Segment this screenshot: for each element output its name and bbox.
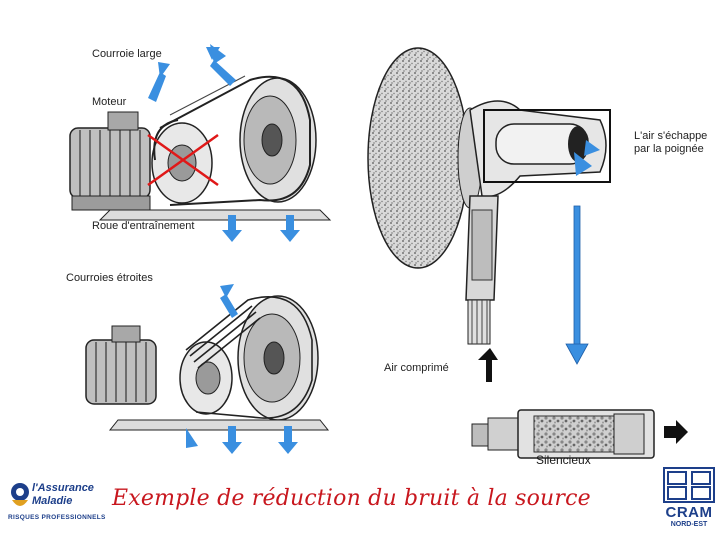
cram-text: CRAM — [665, 504, 713, 521]
assurance-emblem-icon — [11, 483, 29, 506]
label-air-echappe-2: par la poignée — [634, 143, 704, 155]
pneumatic-tool — [367, 47, 611, 382]
assurance-maladie-logo: l'Assurance Maladie RISQUES PROFESSIONNE… — [6, 478, 106, 530]
label-air-comprime: Air comprimé — [384, 362, 449, 374]
assurance-text-1: l'Assurance — [32, 482, 94, 494]
cram-logo: CRAM NORD-EST — [660, 466, 718, 536]
assurance-text-3: RISQUES PROFESSIONNELS — [8, 514, 106, 521]
motor-wide-belt — [69, 75, 332, 221]
assurance-text-2: Maladie — [32, 495, 73, 507]
label-courroies-etroites: Courroies étroites — [66, 272, 153, 284]
label-courroie-large: Courroie large — [92, 48, 162, 60]
silencer — [471, 409, 688, 459]
label-air-echappe-1: L'air s'échappe — [634, 130, 708, 142]
link-arrow — [565, 205, 589, 365]
motor-narrow-belts — [85, 295, 330, 431]
cram-subtext: NORD-EST — [670, 521, 708, 528]
label-roue-entrainement: Roue d'entraînement — [92, 220, 195, 232]
noise-arrows-bottom — [186, 284, 298, 454]
cram-emblem-icon — [663, 467, 715, 503]
noise-arrows-top — [148, 44, 300, 242]
page-caption: Exemple de réduction du bruit à la sourc… — [112, 486, 591, 511]
label-moteur: Moteur — [92, 96, 127, 108]
label-silencieux: Silencieux — [536, 453, 591, 467]
